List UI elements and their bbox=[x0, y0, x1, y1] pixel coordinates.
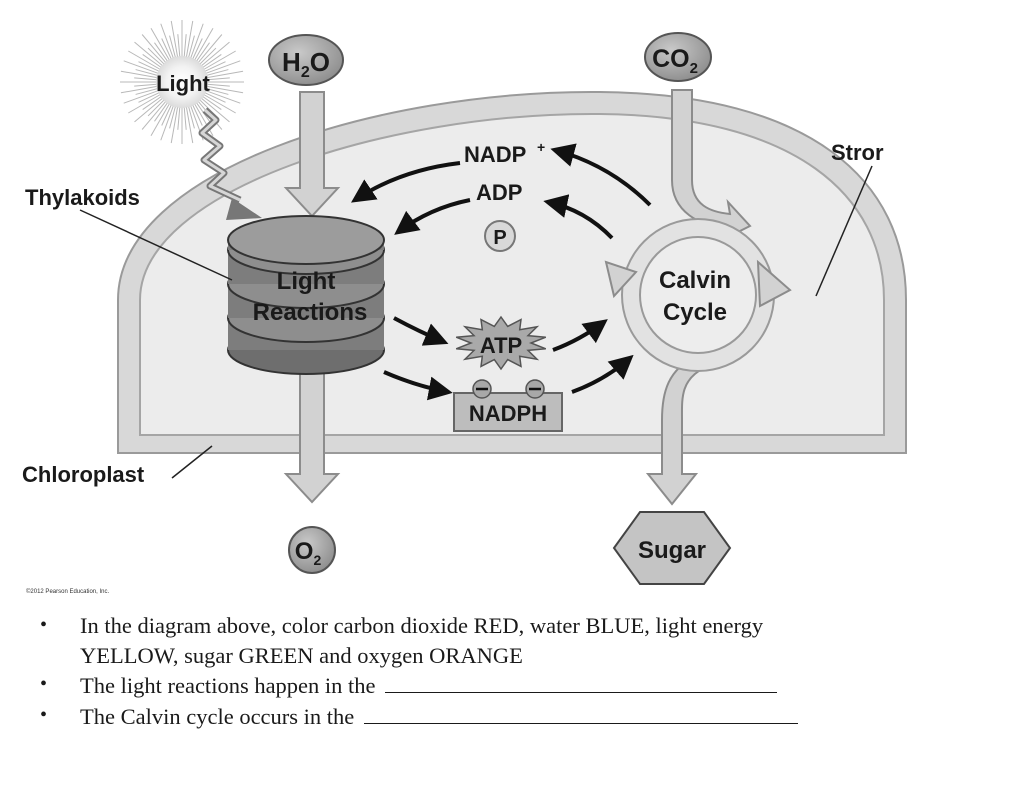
copyright-notice: ©2012 Pearson Education, Inc. bbox=[26, 589, 110, 595]
svg-text:Reactions: Reactions bbox=[253, 299, 368, 326]
question-list: • In the diagram above, color carbon dio… bbox=[40, 611, 860, 731]
answer-blank-light-reactions[interactable] bbox=[385, 670, 778, 693]
svg-text:NADPH: NADPH bbox=[469, 401, 547, 426]
carbon-dioxide-molecule: CO2 bbox=[644, 32, 712, 82]
co2-input-arrow bbox=[671, 89, 752, 242]
question-calvin-cycle: • The Calvin cycle occurs in the bbox=[40, 701, 860, 732]
chloroplast-label: Chloroplast bbox=[22, 462, 145, 487]
oxygen-output-arrow bbox=[283, 359, 341, 504]
thylakoids-label: Thylakoids bbox=[25, 185, 140, 210]
thylakoids-leader bbox=[79, 209, 233, 281]
light-burst-icon bbox=[120, 20, 244, 144]
light-energy-squiggle bbox=[198, 107, 262, 220]
bullet-icon: • bbox=[40, 614, 48, 636]
bullet-icon: • bbox=[40, 703, 48, 726]
svg-text:+: + bbox=[537, 139, 545, 155]
oxygen-molecule: O2 bbox=[288, 526, 336, 574]
sugar-molecule: Sugar bbox=[612, 511, 732, 585]
stroma-leader bbox=[815, 165, 873, 297]
chloroplast-leader bbox=[171, 445, 213, 479]
svg-text:Calvin: Calvin bbox=[659, 267, 731, 294]
calvin-cycle: Calvin Cycle bbox=[604, 218, 792, 372]
atp-molecule: ATP bbox=[455, 315, 547, 371]
svg-text:ATP: ATP bbox=[480, 333, 522, 358]
svg-text:Sugar: Sugar bbox=[638, 537, 706, 564]
svg-text:O2: O2 bbox=[295, 538, 322, 568]
question-light-reactions: • The light reactions happen in the bbox=[40, 670, 860, 701]
bullet-icon: • bbox=[40, 673, 48, 695]
chloroplast-diagram: Light H2O CO2 Calvin Cycle bbox=[22, 20, 907, 585]
svg-text:NADP: NADP bbox=[464, 142, 526, 167]
phosphate-molecule: P bbox=[484, 220, 516, 252]
stroma-label: Stror bbox=[831, 140, 884, 165]
svg-text:ADP: ADP bbox=[476, 180, 522, 205]
svg-text:Cycle: Cycle bbox=[663, 299, 727, 326]
svg-text:Light: Light bbox=[277, 268, 336, 295]
water-molecule: H2O bbox=[268, 34, 344, 86]
nadph-molecule: NADPH bbox=[453, 379, 563, 432]
svg-text:P: P bbox=[493, 227, 506, 249]
svg-text:H2O: H2O bbox=[282, 47, 330, 81]
svg-text:CO2: CO2 bbox=[652, 45, 698, 77]
light-label: Light bbox=[156, 71, 210, 96]
question-color-instructions: • In the diagram above, color carbon dio… bbox=[40, 613, 764, 668]
thylakoid-stack: Light Reactions bbox=[227, 215, 385, 375]
water-input-arrow bbox=[283, 91, 341, 218]
sugar-output-arrow bbox=[645, 354, 706, 506]
flow-arrows bbox=[351, 143, 652, 401]
answer-blank-calvin-cycle[interactable] bbox=[363, 701, 798, 724]
